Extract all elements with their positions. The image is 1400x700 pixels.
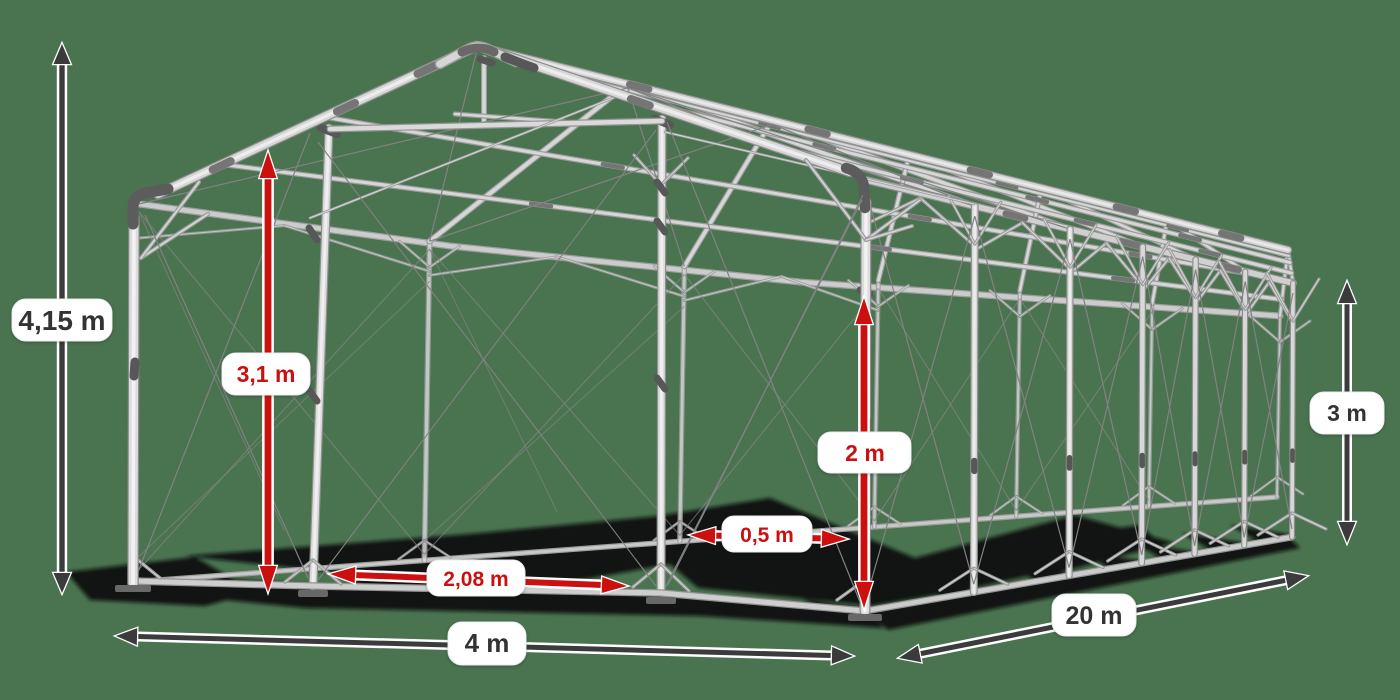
svg-text:0,5 m: 0,5 m: [740, 524, 794, 547]
svg-text:2 m: 2 m: [845, 440, 885, 466]
svg-text:2,08 m: 2,08 m: [443, 568, 508, 591]
svg-text:4,15 m: 4,15 m: [18, 305, 105, 336]
svg-text:3 m: 3 m: [1327, 400, 1367, 426]
svg-text:20 m: 20 m: [1066, 602, 1123, 630]
svg-text:3,1 m: 3,1 m: [237, 361, 296, 387]
svg-text:4 m: 4 m: [465, 628, 510, 658]
